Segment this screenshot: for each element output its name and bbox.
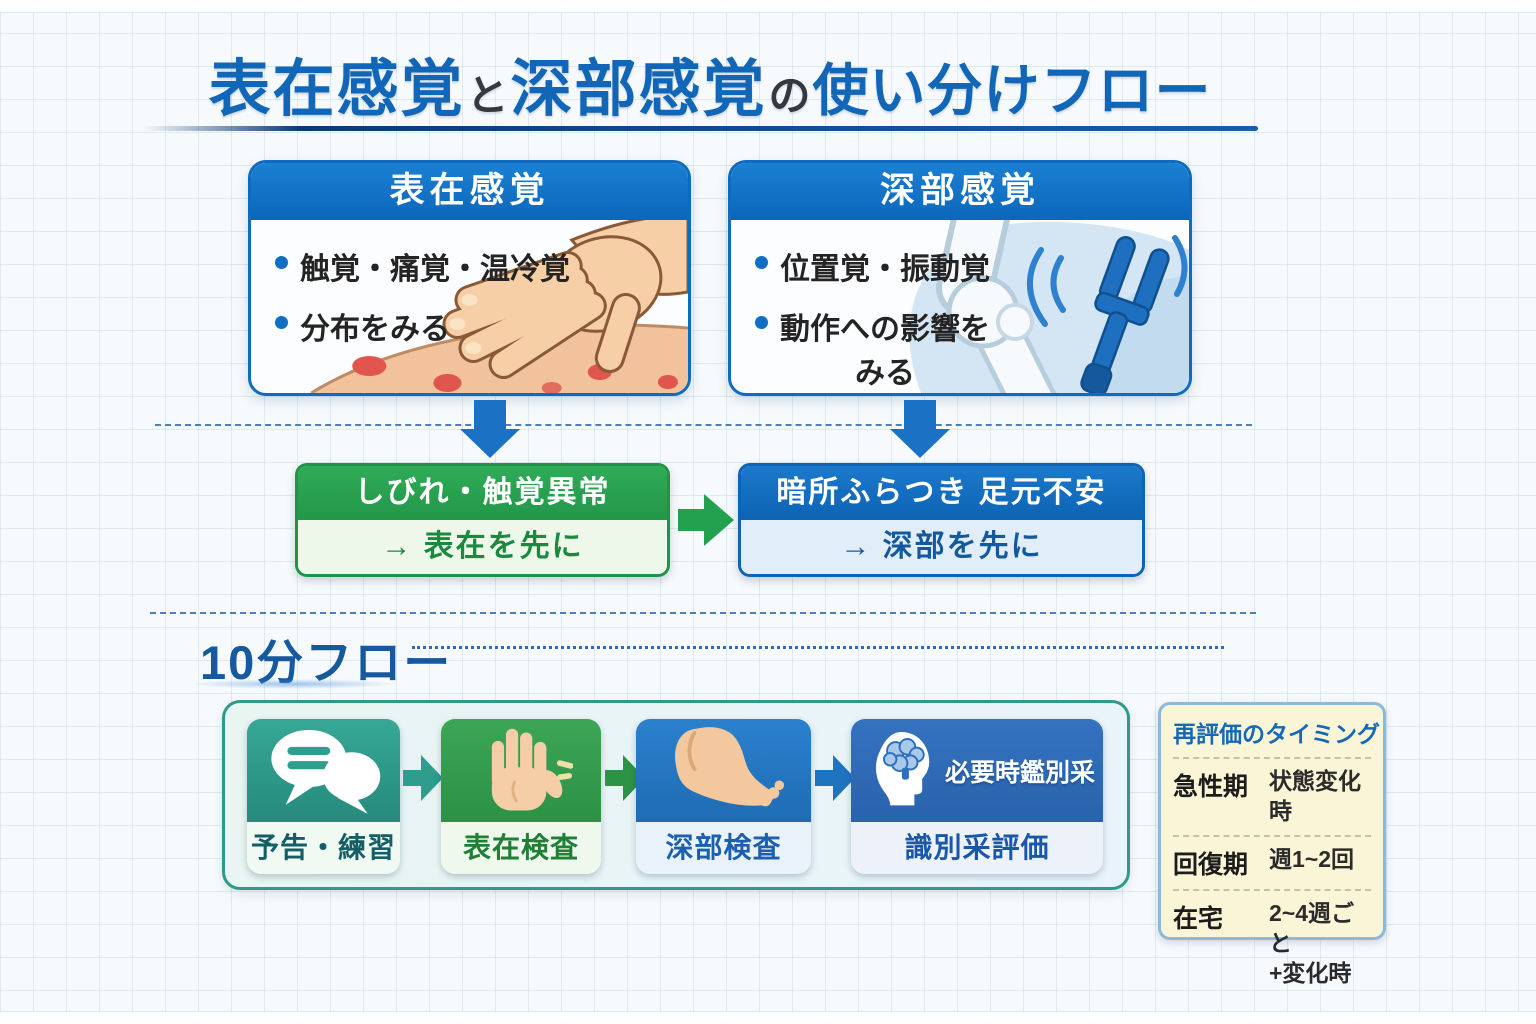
top-edge-strip bbox=[0, 0, 1536, 13]
flow-step-briefing: 予告・練習 bbox=[247, 719, 400, 874]
foot-icon bbox=[674, 726, 784, 806]
flow-step-superficial-test: 表在検査 bbox=[441, 719, 601, 874]
deep-bullet-2-line2: みる bbox=[855, 357, 915, 390]
flow-step-briefing-label: 予告・練習 bbox=[247, 822, 400, 874]
down-arrow-icon bbox=[460, 400, 520, 458]
flow-arrow-icon bbox=[815, 755, 855, 801]
unsteady-result-header: 暗所ふらつき 足元不安 bbox=[741, 466, 1142, 520]
flow-arrow-icon bbox=[605, 755, 645, 801]
down-arrow-icon bbox=[890, 400, 950, 458]
flow-step-differential-assessment: 必要時鑑別采 識別采評価 bbox=[851, 719, 1103, 874]
superficial-sensation-card: 表在感覚 bbox=[248, 160, 691, 396]
superficial-bullet-1-text: 触覚・痛覚・温冷覚 bbox=[300, 253, 570, 286]
speech-bubbles-icon bbox=[270, 729, 380, 814]
brain-head-icon bbox=[875, 731, 930, 805]
panel-row-acute-label: 急性期 bbox=[1173, 773, 1249, 801]
bullet-dot-icon bbox=[755, 256, 768, 269]
hand-touching-skin-illustration bbox=[310, 220, 688, 393]
bullet-dot-icon bbox=[275, 316, 288, 329]
superficial-card-body: 触覚・痛覚・温冷覚 分布をみる bbox=[251, 220, 688, 393]
panel-row-home-label: 在宅 bbox=[1173, 904, 1224, 933]
deep-bullet-2-line1: 動作への影響を bbox=[780, 313, 990, 346]
superficial-bullet-1: 触覚・痛覚・温冷覚 bbox=[275, 244, 688, 288]
bottom-edge-strip bbox=[0, 1011, 1536, 1024]
section-label-underline-glow bbox=[186, 679, 400, 689]
panel-row-home-value-line2: +変化時 bbox=[1269, 959, 1352, 986]
title-part-superficial: 表在感覚 bbox=[208, 55, 465, 124]
bullet-dot-icon bbox=[755, 316, 768, 329]
panel-title: 再評価のタイミング bbox=[1173, 721, 1380, 747]
panel-separator bbox=[1173, 757, 1371, 759]
numbness-result-box: しびれ・触覚異常 → 表在を先に bbox=[295, 463, 670, 577]
title-underline bbox=[143, 126, 1258, 131]
hand-icon bbox=[491, 728, 573, 810]
panel-row-recovery-label: 回復期 bbox=[1173, 850, 1249, 879]
flow-arrow-icon bbox=[403, 755, 443, 801]
deep-card-body: 位置覚・振動覚 動作への影響を みる bbox=[731, 220, 1189, 393]
numbness-result-body: → 表在を先に bbox=[298, 520, 667, 574]
title-part-deep: 深部感覚 bbox=[510, 55, 767, 124]
title-part-flow: 使い分けフロー bbox=[812, 59, 1212, 122]
panel-row-home-value: 2~4週ごと +変化時 bbox=[1269, 899, 1371, 989]
ten-minute-flow-container: 予告・練習 bbox=[222, 700, 1130, 890]
bullet-dot-icon bbox=[275, 256, 288, 269]
deep-bullet-1: 位置覚・振動覚 bbox=[755, 244, 1189, 288]
superficial-bullet-2-text: 分布をみる bbox=[300, 313, 450, 346]
superficial-card-header: 表在感覚 bbox=[251, 163, 688, 220]
panel-row-acute-value: 状態変化時 bbox=[1269, 768, 1361, 824]
deep-sensation-card: 深部感覚 bbox=[728, 160, 1192, 396]
section-dotted-line bbox=[412, 646, 1224, 649]
flow-step-differential-assessment-label: 識別采評価 bbox=[851, 822, 1103, 874]
panel-separator bbox=[1173, 888, 1371, 891]
page-title: 表在感覚 と 深部感覚 の 使い分けフロー bbox=[150, 38, 1270, 128]
panel-row-recovery: 回復期 週1~2回 bbox=[1173, 845, 1371, 881]
panel-row-acute: 急性期 状態変化時 bbox=[1173, 767, 1371, 827]
panel-row-home-value-line1: 2~4週ごと bbox=[1269, 899, 1355, 956]
title-part-and: と bbox=[466, 72, 509, 119]
deep-card-header: 深部感覚 bbox=[731, 163, 1189, 220]
divider-dashed-lower bbox=[150, 612, 1256, 614]
flow-step-deep-test-label: 深部検査 bbox=[636, 822, 811, 874]
unsteady-result-body: → 深部を先に bbox=[741, 520, 1142, 574]
right-arrow-icon bbox=[678, 494, 734, 546]
knee-tuning-fork-illustration bbox=[909, 220, 1189, 393]
divider-dashed-upper bbox=[155, 424, 1252, 426]
reassessment-timing-panel: 再評価のタイミング 急性期 状態変化時 回復期 週1~2回 在宅 2~4週ごと … bbox=[1158, 702, 1386, 986]
panel-row-home: 在宅 2~4週ごと +変化時 bbox=[1173, 899, 1371, 989]
flow-step-deep-test: 深部検査 bbox=[636, 719, 811, 874]
panel-separator bbox=[1173, 834, 1371, 837]
superficial-bullet-2: 分布をみる bbox=[275, 304, 688, 348]
deep-bullet-2: 動作への影響を みる bbox=[755, 304, 1189, 392]
deep-bullet-1-text: 位置覚・振動覚 bbox=[780, 253, 990, 286]
panel-row-recovery-value: 週1~2回 bbox=[1269, 845, 1355, 872]
flow-step-superficial-test-label: 表在検査 bbox=[441, 822, 601, 874]
numbness-result-header: しびれ・触覚異常 bbox=[298, 466, 667, 520]
title-part-no: の bbox=[768, 72, 811, 119]
flow-step-note: 必要時鑑別采 bbox=[944, 758, 1095, 787]
unsteady-result-box: 暗所ふらつき 足元不安 → 深部を先に bbox=[738, 463, 1145, 577]
